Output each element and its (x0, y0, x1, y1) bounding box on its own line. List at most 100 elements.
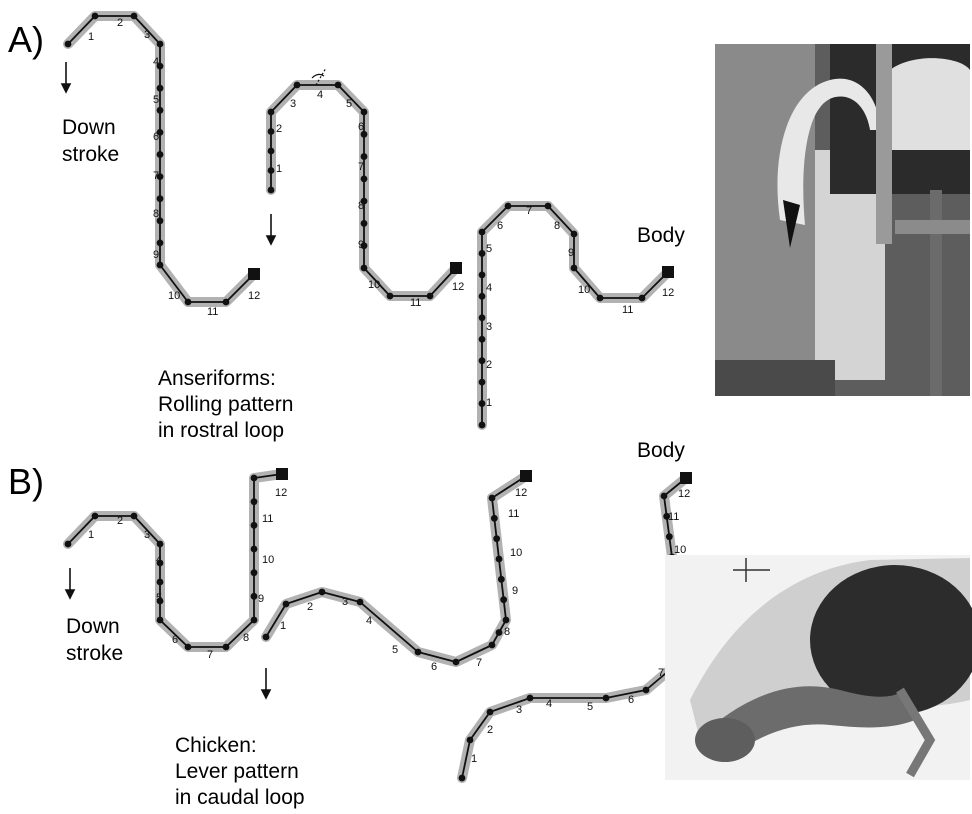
vertebra-number: 12 (275, 487, 287, 499)
vertebra-number: 8 (554, 220, 560, 232)
joint-dot (251, 498, 258, 505)
vertebra-number: 7 (526, 205, 532, 217)
vertebra-number: 11 (207, 306, 218, 318)
joint-dot (357, 599, 364, 606)
joint-dot (361, 109, 368, 116)
joint-dot (268, 187, 275, 194)
vertebra-number: 2 (117, 17, 123, 29)
vertebra-number: 4 (156, 554, 162, 566)
joint-dot (503, 617, 510, 624)
vertebra-number: 4 (317, 89, 323, 101)
panel-b-downstroke-line1: Down (66, 615, 120, 638)
joint-dot (157, 151, 164, 158)
vertebra-number: 8 (358, 200, 364, 212)
vertebra-number: 3 (290, 98, 296, 110)
chicken-diagram-2: 123456789101112 (263, 470, 532, 673)
joint-dot (251, 593, 258, 600)
joint-dot (479, 422, 486, 429)
vertebra-number: 12 (515, 487, 527, 499)
vertebra-number: 10 (674, 544, 686, 556)
joint-dot (361, 265, 368, 272)
joint-dot (251, 617, 258, 624)
joint-dot (268, 128, 275, 135)
joint-dot (268, 148, 275, 155)
vertebra-number: 7 (207, 649, 213, 661)
joint-dot (479, 357, 486, 364)
body-marker (248, 268, 260, 280)
vertebra-number: 1 (486, 397, 492, 409)
joint-dot (597, 295, 604, 302)
vertebral-line (271, 85, 456, 296)
joint-dot (496, 556, 503, 563)
joint-dot (294, 82, 301, 89)
panel-b-caption-line3: in caudal loop (175, 786, 305, 809)
joint-dot (571, 231, 578, 238)
panel-b-caption-line1: Chicken: (175, 734, 257, 757)
panel-a-letter: A) (8, 19, 44, 60)
joint-dot (467, 737, 474, 744)
joint-dot (479, 271, 486, 278)
panel-b-body-label: Body (637, 439, 685, 462)
joint-dot (489, 642, 496, 649)
vertebra-number: 5 (156, 592, 162, 604)
vertebra-number: 3 (144, 29, 150, 41)
vertebra-number: 4 (486, 282, 492, 294)
vertebra-number: 2 (307, 601, 313, 613)
vertebra-number: 11 (410, 297, 421, 309)
joint-dot (361, 153, 368, 160)
joint-dot (453, 659, 460, 666)
vertebra-number: 11 (262, 513, 273, 525)
body-marker (680, 472, 692, 484)
joint-dot (268, 109, 275, 116)
vertebra-number: 12 (248, 290, 260, 302)
joint-dot (65, 41, 72, 48)
joint-dot (361, 175, 368, 182)
joint-dot (479, 314, 486, 321)
vertebra-number: 9 (512, 585, 518, 597)
body-marker (662, 266, 674, 278)
panel-a-downstroke-line1: Down (62, 116, 116, 139)
vertebra-number: 9 (568, 247, 574, 259)
vertebra-number: 7 (358, 161, 364, 173)
panel-b-letter: B) (8, 461, 44, 502)
vertebra-number: 6 (628, 694, 634, 706)
vertebra-number: 12 (678, 488, 690, 500)
vertebra-number: 6 (172, 634, 178, 646)
joint-dot (157, 240, 164, 247)
vertebra-number: 12 (452, 281, 464, 293)
joint-dot (92, 13, 99, 20)
panel-a-caption-line2: Rolling pattern (158, 393, 293, 416)
downstroke-arrow-a2 (267, 214, 275, 244)
joint-dot (157, 579, 164, 586)
joint-dot (319, 589, 326, 596)
joint-dot (603, 695, 610, 702)
joint-dot (157, 41, 164, 48)
joint-dot (65, 541, 72, 548)
joint-dot (157, 541, 164, 548)
vertebra-number: 2 (276, 123, 282, 135)
vertebra-number: 5 (486, 243, 492, 255)
joint-dot (92, 513, 99, 520)
panel-a-body-label: Body (637, 224, 685, 247)
panel-a-caption-line3: in rostral loop (158, 419, 284, 442)
downstroke-arrow-a1 (62, 62, 70, 92)
vertebra-number: 11 (508, 508, 519, 520)
joint-dot (666, 533, 673, 540)
joint-dot (263, 634, 270, 641)
joint-dot (251, 522, 258, 529)
joint-dot (505, 203, 512, 210)
joint-dot (223, 644, 230, 651)
vertebra-number: 1 (88, 529, 94, 541)
joint-dot (268, 167, 275, 174)
vertebra-number: 5 (346, 98, 352, 110)
vertebra-number: 8 (243, 632, 249, 644)
vertebra-number: 9 (153, 249, 159, 261)
joint-dot (545, 203, 552, 210)
joint-dot (185, 644, 192, 651)
vertebra-number: 10 (262, 554, 274, 566)
joint-dot (500, 596, 507, 603)
joint-dot (157, 617, 164, 624)
joint-dot (335, 82, 342, 89)
joint-dot (459, 775, 466, 782)
vertebra-number: 4 (153, 56, 159, 68)
